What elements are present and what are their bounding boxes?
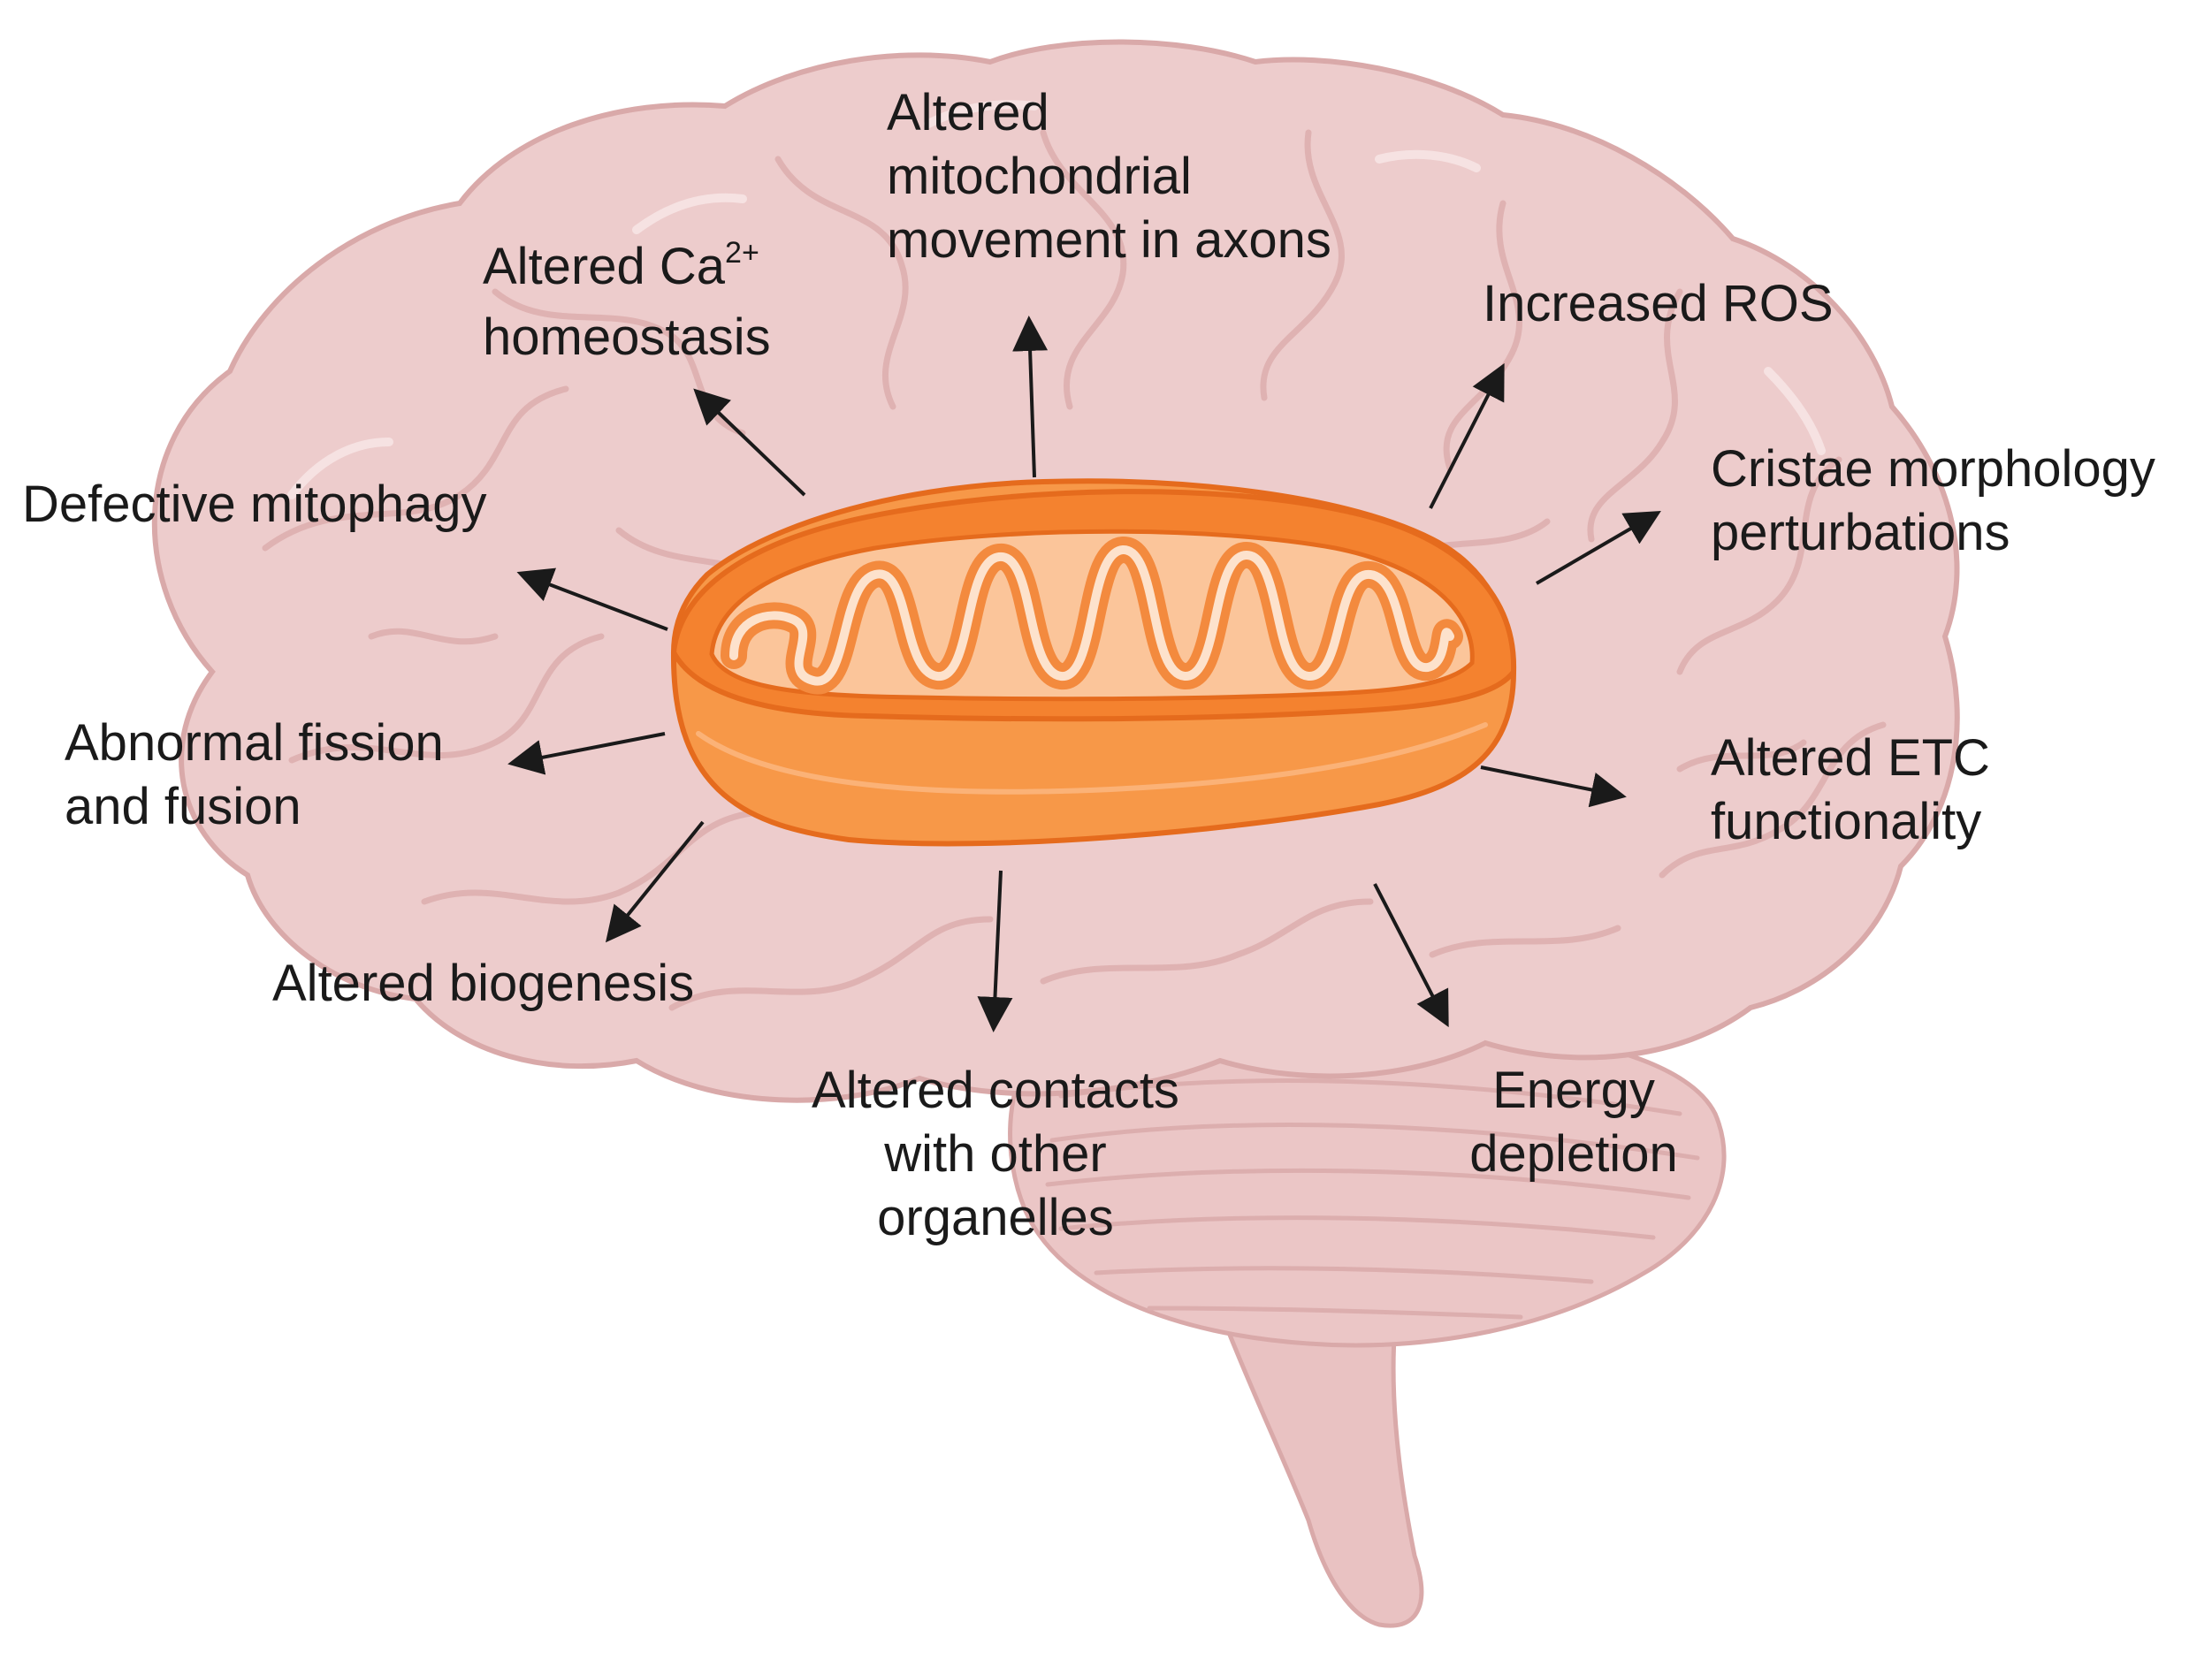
label-etc: Altered ETC functionality [1711,727,1990,854]
arrows [507,316,1661,1032]
label-etc-line-2: functionality [1711,793,1982,850]
arrow-icon-fission [507,732,666,775]
label-cristae-line-2: perturbations [1711,504,2010,561]
label-contacts: Altered contacts with other organelles [810,1059,1181,1250]
label-biogenesis: Altered biogenesis [272,952,694,1016]
cerebellum-folds [1045,1078,1700,1320]
label-contacts-line-1: Altered contacts [812,1062,1179,1119]
label-ros-line-1: Increased ROS [1483,275,1834,332]
label-calcium: Altered Ca2+ homeostasis [483,235,771,369]
arrow-icon-mitophagy [516,567,668,631]
label-mitophagy-line-1: Defective mitophagy [22,476,487,533]
label-mitophagy: Defective mitophagy [22,473,486,537]
arrow-icon-energy [1373,883,1449,1028]
label-cristae: Cristae morphology perturbations [1711,438,2155,565]
arrow-icon-etc [1480,765,1627,808]
label-energy: Energy depletion [1432,1059,1715,1186]
label-energy-line-1: Energy [1492,1062,1655,1119]
brain-highlights [287,100,1826,499]
mito-cristae-core [729,544,1454,686]
label-calcium-superscript: 2+ [725,236,759,270]
label-calcium-prefix: Altered Ca [483,238,726,295]
arrow-icon-biogenesis [605,820,705,943]
arrow-icon-ros [1429,362,1505,509]
label-calcium-line-2: homeostasis [483,308,771,366]
label-movement-line-1: Altered [887,84,1049,141]
label-movement-line-2: mitochondrial [887,148,1192,205]
label-fission-line-1: Abnormal fission [65,714,444,772]
label-contacts-line-3: organelles [877,1189,1114,1246]
mitochondrion-icon [670,478,1517,847]
label-biogenesis-line-1: Altered biogenesis [272,955,695,1012]
label-cristae-line-1: Cristae morphology [1711,440,2155,498]
label-energy-line-2: depletion [1469,1125,1678,1183]
label-contacts-line-2: with other [884,1125,1107,1183]
label-calcium-line-1: Altered Ca2+ [483,235,771,306]
arrow-icon-calcium [693,388,806,497]
arrow-icon-cristae [1535,510,1661,585]
mito-rim-highlight [696,722,1488,795]
label-movement: Altered mitochondrial movement in axons [887,81,1331,272]
label-ros: Increased ROS [1483,272,1834,336]
label-fission: Abnormal fission and fusion [65,712,444,839]
label-movement-line-3: movement in axons [887,211,1331,269]
arrow-icon-contacts [977,870,1013,1032]
label-etc-line-1: Altered ETC [1711,729,1990,787]
label-fission-line-2: and fusion [65,778,301,835]
arrow-icon-movement [1012,316,1049,478]
